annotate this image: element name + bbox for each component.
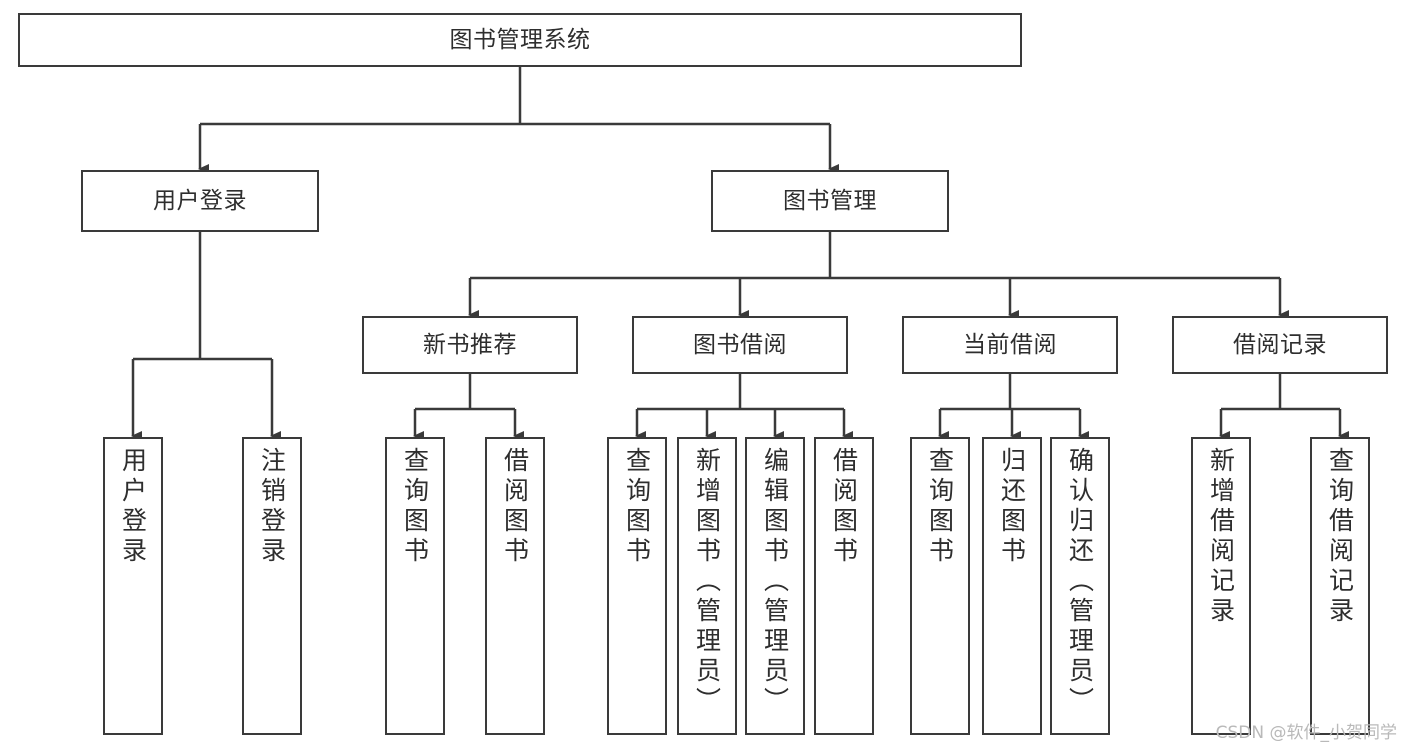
node-root[interactable]: 图书管理系统 <box>18 13 1022 67</box>
node-book-borrow[interactable]: 图书借阅 <box>632 316 848 374</box>
node-user-login-label: 用户登录 <box>153 187 247 214</box>
node-current-borrow-label: 当前借阅 <box>963 331 1057 358</box>
leaf-add-book-label: 新增图书（管理员） <box>692 447 722 717</box>
leaf-query-book-borrow[interactable]: 查询图书 <box>607 437 667 735</box>
node-borrow-record[interactable]: 借阅记录 <box>1172 316 1388 374</box>
leaf-query-book-current-label: 查询图书 <box>925 447 955 567</box>
node-new-book-recommend[interactable]: 新书推荐 <box>362 316 578 374</box>
node-user-login[interactable]: 用户登录 <box>81 170 319 232</box>
leaf-logout-label: 注销登录 <box>257 447 287 567</box>
leaf-edit-book[interactable]: 编辑图书（管理员） <box>745 437 805 735</box>
leaf-return-book[interactable]: 归还图书 <box>982 437 1042 735</box>
node-borrow-record-label: 借阅记录 <box>1233 331 1327 358</box>
leaf-user-login[interactable]: 用户登录 <box>103 437 163 735</box>
node-root-label: 图书管理系统 <box>449 26 591 53</box>
leaf-confirm-return[interactable]: 确认归还（管理员） <box>1050 437 1110 735</box>
leaf-borrow-book-recommend-label: 借阅图书 <box>500 447 530 567</box>
leaf-query-book-current[interactable]: 查询图书 <box>910 437 970 735</box>
csdn-watermark: CSDN @软件_小贺同学 <box>1215 723 1397 743</box>
leaf-user-login-label: 用户登录 <box>118 447 148 567</box>
leaf-logout[interactable]: 注销登录 <box>242 437 302 735</box>
leaf-add-borrow-record[interactable]: 新增借阅记录 <box>1191 437 1251 735</box>
leaf-borrow-book-recommend[interactable]: 借阅图书 <box>485 437 545 735</box>
leaf-query-book-recommend[interactable]: 查询图书 <box>385 437 445 735</box>
node-book-borrow-label: 图书借阅 <box>693 331 787 358</box>
leaf-add-borrow-record-label: 新增借阅记录 <box>1206 447 1236 627</box>
leaf-borrow-book[interactable]: 借阅图书 <box>814 437 874 735</box>
node-book-manage-label: 图书管理 <box>783 187 877 214</box>
leaf-edit-book-label: 编辑图书（管理员） <box>760 447 790 717</box>
leaf-add-book[interactable]: 新增图书（管理员） <box>677 437 737 735</box>
node-new-book-recommend-label: 新书推荐 <box>423 331 517 358</box>
node-current-borrow[interactable]: 当前借阅 <box>902 316 1118 374</box>
node-book-manage[interactable]: 图书管理 <box>711 170 949 232</box>
leaf-query-book-borrow-label: 查询图书 <box>622 447 652 567</box>
leaf-query-borrow-record-label: 查询借阅记录 <box>1325 447 1355 627</box>
leaf-query-borrow-record[interactable]: 查询借阅记录 <box>1310 437 1370 735</box>
leaf-query-book-recommend-label: 查询图书 <box>400 447 430 567</box>
leaf-borrow-book-label: 借阅图书 <box>829 447 859 567</box>
leaf-return-book-label: 归还图书 <box>997 447 1027 567</box>
leaf-confirm-return-label: 确认归还（管理员） <box>1065 447 1095 717</box>
